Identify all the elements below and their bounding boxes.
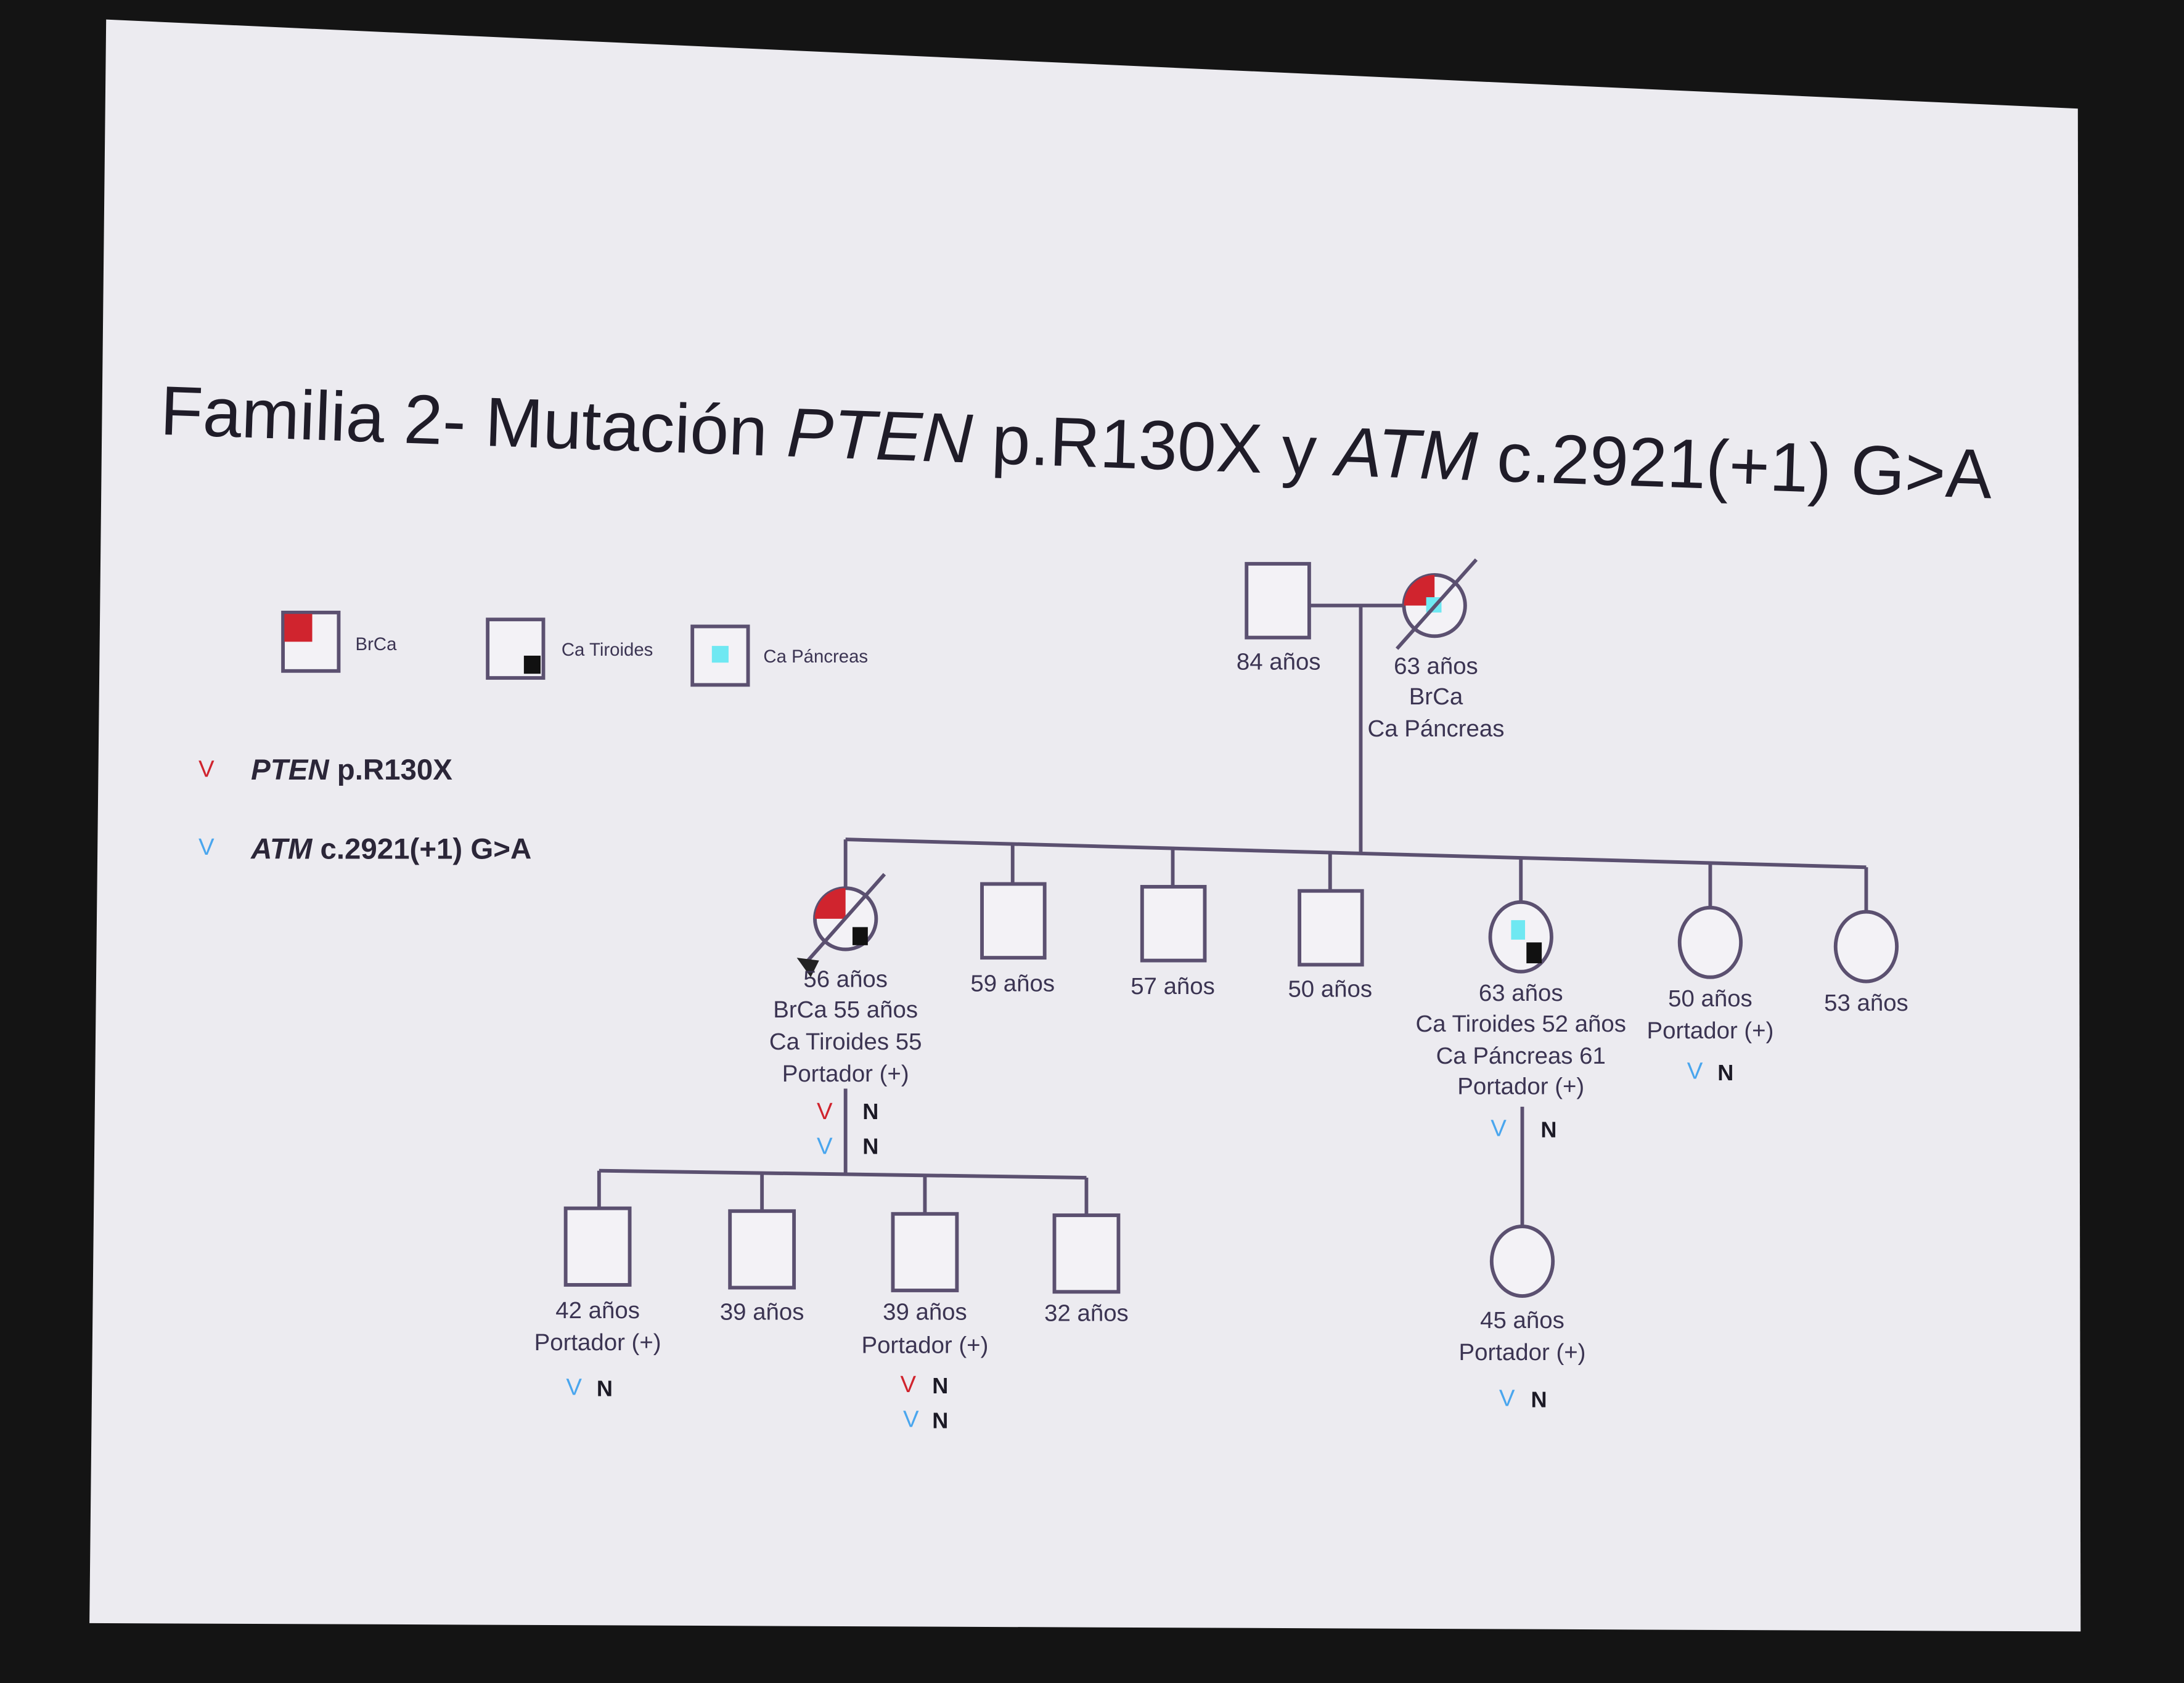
- female-symbol: [1677, 905, 1743, 979]
- mutation-pten: PTEN p.R130X: [251, 754, 452, 786]
- deceased-slash: [1396, 558, 1478, 650]
- carrier-label: Portador (+): [1646, 1017, 1773, 1044]
- niece-45[interactable]: 45 años Portador (+) V N: [1459, 1225, 1586, 1412]
- carrier-label: Portador (+): [534, 1329, 661, 1356]
- tiroides-fill: [1526, 942, 1542, 964]
- projected-slide: [89, 19, 2081, 1632]
- male-symbol: [980, 882, 1047, 960]
- age-label: 39 años: [883, 1298, 967, 1325]
- male-symbol: [563, 1206, 632, 1287]
- pancreas-fill: [711, 646, 729, 663]
- sibling-50-female[interactable]: 50 años Portador (+) V N: [1646, 905, 1773, 1085]
- sibling-50-male[interactable]: 50 años: [1288, 889, 1372, 1003]
- gene-name: ATM: [250, 833, 313, 866]
- genotype-v: V: [1687, 1058, 1703, 1085]
- proband[interactable]: 56 años BrCa 55 años Ca Tiroides 55 Port…: [769, 873, 922, 1160]
- male-symbol: [891, 1212, 959, 1292]
- legend: BrCa Ca Tiroides Ca Páncreas V PTEN p.R1…: [198, 610, 868, 866]
- female-symbol: [1833, 910, 1899, 984]
- title-gene2: ATM: [1331, 412, 1479, 495]
- sibling-63[interactable]: 63 años Ca Tiroides 52 años Ca Páncreas …: [1416, 900, 1626, 1143]
- variant-name: c.2921(+1) G>A: [312, 833, 531, 866]
- age-label: 50 años: [1288, 976, 1372, 1002]
- pedigree-lines: [597, 603, 1868, 1229]
- carrier-label: Portador (+): [1457, 1073, 1584, 1099]
- sibship-line-gen2: [845, 837, 1867, 870]
- genotype-v: V: [817, 1133, 833, 1160]
- child-39[interactable]: 39 años: [720, 1209, 804, 1325]
- male-symbol: [1140, 884, 1207, 963]
- genotype-n: N: [862, 1134, 878, 1159]
- age-label: 32 años: [1044, 1300, 1129, 1327]
- title-gene1: PTEN: [785, 393, 974, 477]
- genotype-n: N: [597, 1376, 613, 1401]
- age-label: 39 años: [720, 1298, 804, 1325]
- sibling-57[interactable]: 57 años: [1131, 884, 1215, 1000]
- age-label: 42 años: [555, 1297, 640, 1324]
- sibling-59[interactable]: 59 años: [970, 882, 1055, 996]
- child-32[interactable]: 32 años: [1044, 1213, 1129, 1327]
- age-label: 45 años: [1480, 1307, 1564, 1334]
- genotype-v: V: [901, 1371, 917, 1398]
- legend-brca-label: BrCa: [356, 634, 398, 654]
- age-label: 57 años: [1131, 973, 1215, 1000]
- tiroides-fill: [852, 927, 868, 945]
- genotype-v: V: [817, 1098, 833, 1125]
- age-label: 53 años: [1824, 990, 1908, 1016]
- age-label: 63 años: [1479, 980, 1563, 1006]
- age-label: 84 años: [1237, 649, 1321, 675]
- mutation-mark-pten: V: [198, 756, 215, 782]
- diagnosis-label: Ca Tiroides 55: [769, 1029, 922, 1055]
- genotype-v: V: [903, 1406, 919, 1432]
- carrier-label: Portador (+): [1459, 1339, 1586, 1366]
- age-label: 50 años: [1668, 985, 1753, 1012]
- genotype-n: N: [1540, 1117, 1556, 1143]
- child-39-carrier[interactable]: 39 años Portador (+) V N V N: [861, 1212, 988, 1433]
- sibling-53[interactable]: 53 años: [1824, 910, 1908, 1016]
- legend-pancreas-label: Ca Páncreas: [763, 646, 868, 667]
- genotype-v: V: [1499, 1385, 1515, 1411]
- deceased-slash: [806, 873, 886, 962]
- female-symbol: [1489, 1225, 1555, 1298]
- brca-fill: [814, 888, 846, 919]
- proband-arrow-icon: [796, 958, 819, 977]
- diagnosis-label: Ca Tiroides 52 años: [1416, 1011, 1626, 1037]
- genotype-n: N: [932, 1373, 948, 1398]
- genotype-n: N: [862, 1099, 878, 1124]
- pancreas-fill: [1511, 920, 1526, 940]
- diagnosis-label: BrCa 55 años: [773, 996, 918, 1023]
- diagnosis-label: Ca Páncreas: [1367, 715, 1504, 742]
- male-symbol: [1052, 1213, 1121, 1294]
- grandfather[interactable]: 84 años: [1237, 561, 1321, 675]
- male-symbol: [1298, 889, 1364, 967]
- genotype-n: N: [932, 1408, 948, 1433]
- legend-tiroides-label: Ca Tiroides: [562, 640, 653, 660]
- male-symbol: [728, 1209, 796, 1290]
- tiroides-fill: [523, 655, 541, 674]
- title-suffix: c.2921(+1) G>A: [1476, 417, 1994, 513]
- age-label: 59 años: [970, 970, 1055, 996]
- age-label: 63 años: [1394, 653, 1478, 679]
- mutation-atm: ATM c.2921(+1) G>A: [250, 833, 531, 866]
- mutation-mark-atm: V: [198, 834, 215, 860]
- diagnosis-label: Ca Páncreas 61: [1436, 1043, 1606, 1069]
- genotype-n: N: [1717, 1060, 1733, 1085]
- genotype-v: V: [1491, 1115, 1507, 1141]
- title-mid: p.R130X y: [971, 400, 1337, 491]
- child-42[interactable]: 42 años Portador (+) V N: [534, 1206, 661, 1401]
- variant-name: p.R130X: [329, 754, 453, 786]
- grandmother[interactable]: 63 años BrCa Ca Páncreas: [1367, 558, 1504, 742]
- genotype-n: N: [1531, 1387, 1547, 1412]
- carrier-label: Portador (+): [861, 1332, 988, 1359]
- gene-name: PTEN: [251, 754, 330, 786]
- male-symbol: [1245, 561, 1311, 640]
- age-label: 56 años: [803, 966, 888, 993]
- diagnosis-label: BrCa: [1409, 683, 1463, 710]
- sibship-line-gen3: [599, 1168, 1087, 1180]
- carrier-label: Portador (+): [782, 1061, 909, 1087]
- genotype-v: V: [566, 1374, 582, 1400]
- brca-fill: [284, 614, 313, 642]
